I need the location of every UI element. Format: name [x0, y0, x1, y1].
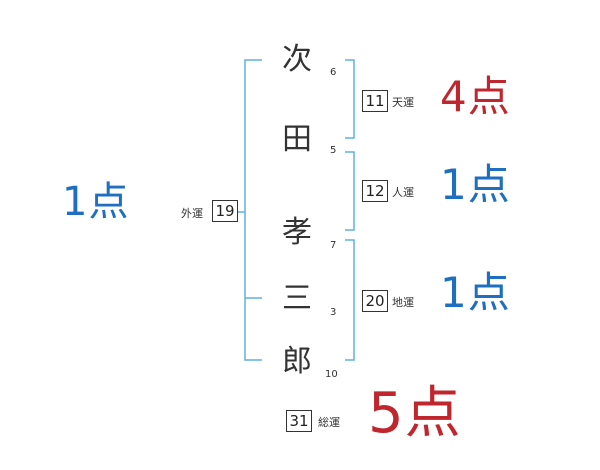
- chiun-bracket: [345, 239, 355, 361]
- jinun-bracket: [345, 151, 355, 231]
- stroke-count-1: 6: [330, 67, 337, 78]
- souun-value-box: 31: [286, 410, 312, 432]
- gaiun-score: 1点: [62, 179, 130, 225]
- stroke-count-5: 10: [325, 369, 338, 380]
- chiun-label: 地運: [392, 296, 414, 309]
- stroke-count-2: 5: [330, 145, 337, 156]
- stroke-count-4: 3: [330, 307, 337, 318]
- tenun-label: 天運: [392, 96, 414, 109]
- jinun-label: 人運: [392, 186, 414, 199]
- gaiun-value-box: 19: [212, 200, 238, 222]
- name-char-2: 田: [282, 122, 312, 157]
- name-char-4: 三: [282, 281, 312, 316]
- stroke-count-3: 7: [330, 240, 337, 251]
- chiun-value-box: 20: [362, 290, 388, 312]
- souun-label: 総運: [318, 416, 340, 429]
- name-char-3: 孝: [282, 215, 312, 250]
- gaiun-bracket: [244, 59, 262, 361]
- jinun-value-box: 12: [362, 180, 388, 202]
- souun-score: 5点: [368, 381, 462, 446]
- gaiun-label: 外運: [181, 207, 203, 220]
- tenun-value-box: 11: [362, 90, 388, 112]
- chiun-score: 1点: [440, 268, 511, 317]
- name-char-1: 次: [282, 42, 312, 77]
- name-char-5: 郎: [282, 344, 312, 379]
- jinun-score: 1点: [440, 160, 511, 209]
- tenun-bracket: [345, 59, 355, 139]
- tenun-score: 4点: [440, 72, 511, 121]
